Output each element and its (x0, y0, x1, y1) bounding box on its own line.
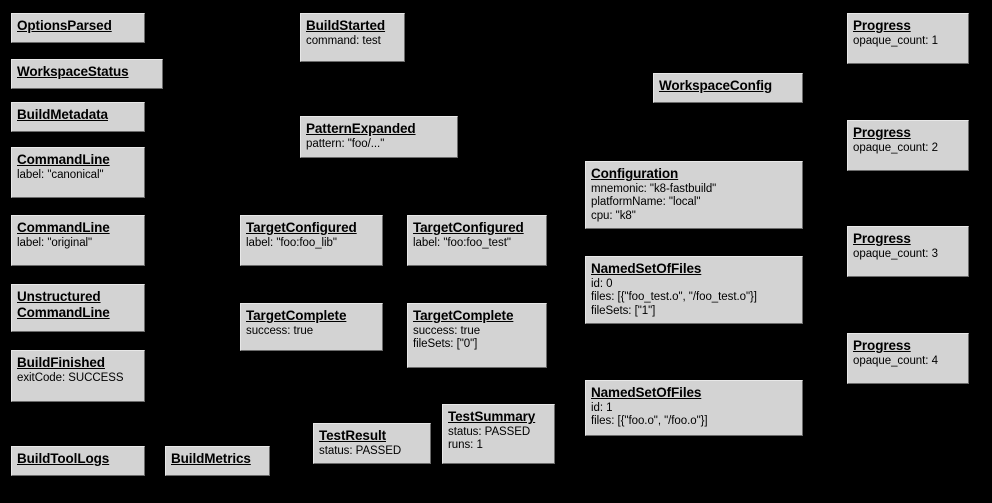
node-workspace-status[interactable]: WorkspaceStatus (11, 59, 163, 89)
node-fields: id: 0 files: [{"foo_test.o", "/foo_test.… (591, 277, 757, 318)
node-fields: id: 1 files: [{"foo.o", "/foo.o"}] (591, 401, 708, 428)
node-title: BuildToolLogs (17, 451, 110, 466)
node-options-parsed[interactable]: OptionsParsed (11, 13, 145, 43)
node-title: TargetComplete (413, 308, 514, 323)
node-title: Progress (853, 338, 911, 353)
node-title: TargetComplete (246, 308, 347, 323)
node-fields: success: true (246, 324, 314, 337)
node-title: Progress (853, 18, 911, 33)
node-title: Configuration (591, 166, 679, 181)
node-title: OptionsParsed (17, 18, 112, 33)
node-title: Progress (853, 125, 911, 140)
node-build-tool-logs[interactable]: BuildToolLogs (11, 446, 145, 476)
node-title: WorkspaceConfig (659, 78, 773, 93)
node-fields: status: PASSED (319, 444, 402, 457)
node-fields: opaque_count: 1 (853, 34, 938, 47)
node-title: TargetConfigured (246, 220, 357, 235)
node-fields: exitCode: SUCCESS (17, 371, 124, 384)
node-fields: success: true fileSets: ["0"] (413, 324, 481, 351)
node-fields: status: PASSED runs: 1 (448, 425, 531, 452)
node-title: PatternExpanded (306, 121, 416, 136)
node-fields: label: "foo:foo_lib" (246, 236, 337, 249)
node-workspace-config[interactable]: WorkspaceConfig (653, 73, 803, 103)
node-title: CommandLine (17, 152, 110, 167)
node-title: BuildStarted (306, 18, 386, 33)
node-title: NamedSetOfFiles (591, 385, 702, 400)
node-title: CommandLine (17, 220, 110, 235)
node-unstructured-command-line[interactable]: Unstructured CommandLine (11, 284, 145, 332)
node-title: TestSummary (448, 409, 536, 424)
node-title: BuildMetadata (17, 107, 108, 122)
node-title: BuildFinished (17, 355, 105, 370)
node-title: TestResult (319, 428, 387, 443)
node-fields: label: "original" (17, 236, 93, 249)
node-title: Unstructured CommandLine (17, 289, 110, 320)
node-title: NamedSetOfFiles (591, 261, 702, 276)
node-fields: mnemonic: "k8-fastbuild" platformName: "… (591, 182, 717, 223)
node-fields: label: "canonical" (17, 168, 104, 181)
node-title: Progress (853, 231, 911, 246)
node-fields: opaque_count: 4 (853, 354, 938, 367)
node-title: BuildMetrics (171, 451, 251, 466)
node-title: WorkspaceStatus (17, 64, 129, 79)
node-title: TargetConfigured (413, 220, 524, 235)
node-fields: label: "foo:foo_test" (413, 236, 511, 249)
node-fields: command: test (306, 34, 381, 47)
node-fields: opaque_count: 3 (853, 247, 938, 260)
node-fields: opaque_count: 2 (853, 141, 938, 154)
node-build-metadata[interactable]: BuildMetadata (11, 102, 145, 132)
node-build-metrics[interactable]: BuildMetrics (165, 446, 270, 476)
node-fields: pattern: "foo/..." (306, 137, 385, 150)
